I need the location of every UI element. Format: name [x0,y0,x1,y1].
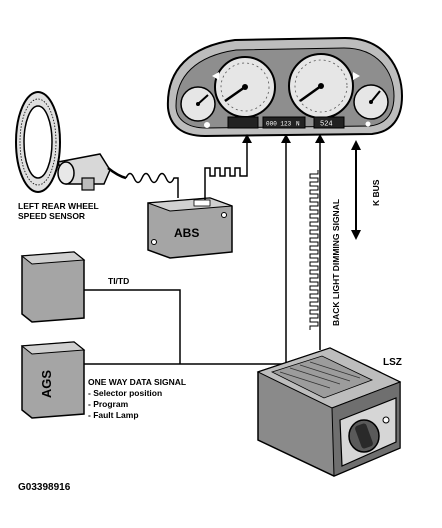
digital-readout: 524 [320,121,333,129]
left-turn-indicator-icon [212,72,219,80]
abs-label: ABS [174,226,199,240]
dimming-signal-line [309,134,325,350]
dimming-arrow-icon [315,134,325,143]
indicator-lamp-icon [365,121,371,127]
warning-lamp-icon [204,122,210,128]
square-wave-signal [204,140,248,200]
lsz-label: LSZ [383,357,402,368]
k-bus-label: K BUS [371,179,381,206]
odometer-readout: 000 123 [266,121,292,128]
temperature-gauge [353,84,389,120]
right-turn-indicator-icon [353,72,360,80]
trip-readout: N [296,121,300,128]
abs-module [147,197,233,259]
titd-module [20,251,86,323]
bullet-program: - Program [88,399,129,409]
back-light-label: BACK LIGHT DIMMING SIGNAL [331,199,341,326]
odometer-display [262,116,306,129]
k-bus-up-arrow-icon [351,140,361,150]
instrument-cluster: 000 123 N 524 [166,36,404,138]
sensor-label-line2: SPEED SENSOR [18,211,85,221]
speedometer [288,53,354,119]
ags-label: AGS [39,370,54,399]
k-bus-down-arrow-icon [351,230,361,240]
tachometer [214,56,276,118]
sine-wave-signal [125,172,179,198]
figure-id: G03398916 [18,482,71,493]
titd-label: TI/TD [108,276,129,286]
lsz-module [256,347,402,477]
bullet-selector: - Selector position [88,388,162,398]
fog-light-icon [382,416,390,424]
k-bus-line [351,140,361,240]
ags-module [20,341,86,419]
one-way-label: ONE WAY DATA SIGNAL [88,377,186,387]
ags-to-cluster-arrow-icon [281,134,291,143]
titd-line [84,289,181,364]
wheel-speed-sensor [15,91,127,193]
fuel-gauge [180,86,216,122]
abs-to-cluster-arrow-icon [242,134,252,143]
bullet-fault-lamp: - Fault Lamp [88,410,139,420]
digital-display [313,116,345,129]
sensor-label-line1: LEFT REAR WHEEL [18,201,99,211]
